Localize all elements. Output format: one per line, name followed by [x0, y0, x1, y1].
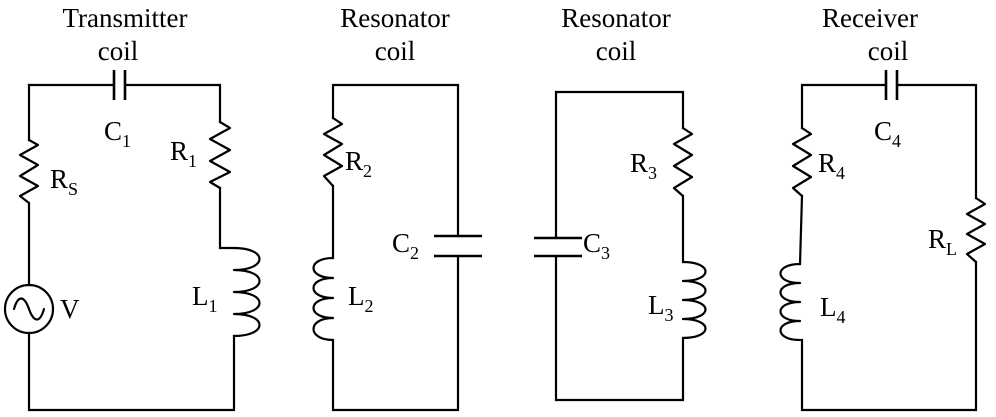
receiver-left-wire-mid [798, 194, 804, 266]
receiver-title-line1: Receiver [822, 3, 918, 33]
inductor-l3 [681, 260, 707, 340]
resonator1-title-line1: Resonator [340, 3, 449, 33]
resonator1-frame-wire [331, 83, 460, 412]
capacitor-c4 [884, 70, 899, 100]
transmitter-right-wire-mid [218, 186, 236, 250]
resonator-circuit-1: Resonator coil R2 L2 C2 [312, 3, 482, 412]
label-l3: L3 [648, 290, 674, 325]
ac-source-icon [3, 283, 55, 335]
transmitter-title-line1: Transmitter [62, 3, 187, 33]
label-r4: R4 [818, 148, 845, 183]
inductor-l4 [779, 262, 802, 342]
resistor-rl [965, 196, 987, 264]
label-c4: C4 [874, 116, 901, 151]
resonator2-frame-wire [554, 90, 685, 402]
transmitter-circuit: Transmitter coil C1 R1 RS V L1 [3, 3, 261, 412]
transmitter-title-line2: coil [98, 36, 139, 66]
resistor-r2 [322, 116, 344, 188]
label-c2: C2 [392, 228, 419, 263]
label-v: V [60, 294, 80, 324]
label-l1: L1 [192, 281, 218, 316]
label-r1: R1 [170, 136, 197, 171]
label-rs: RS [50, 164, 78, 199]
resistor-r4 [791, 126, 813, 198]
resistor-rs [18, 138, 40, 205]
receiver-frame-wire [800, 83, 978, 412]
transmitter-bottom-wire [27, 331, 236, 412]
resonator2-title-line2: coil [596, 36, 637, 66]
inductor-l2 [312, 256, 335, 342]
receiver-circuit: Receiver coil C4 R4 L4 RL [779, 3, 987, 412]
label-rl: RL [928, 224, 957, 259]
capacitor-c2 [434, 234, 482, 258]
label-l2: L2 [348, 281, 374, 316]
label-c3: C3 [583, 228, 610, 263]
inductor-l1 [232, 246, 261, 338]
label-c1: C1 [104, 116, 131, 151]
resonator-circuit-2: Resonator coil C3 R3 L3 [534, 3, 707, 402]
resonator2-title-line1: Resonator [561, 3, 670, 33]
label-l4: L4 [820, 292, 846, 327]
resistor-r3 [672, 126, 694, 198]
label-r3: R3 [630, 148, 657, 183]
label-r2: R2 [345, 146, 372, 181]
transmitter-top-wire [27, 83, 222, 124]
capacitor-c1 [112, 70, 127, 100]
resistor-r1 [208, 120, 232, 190]
capacitor-c3 [534, 236, 582, 258]
receiver-title-line2: coil [868, 36, 909, 66]
resonator1-title-line2: coil [375, 36, 416, 66]
